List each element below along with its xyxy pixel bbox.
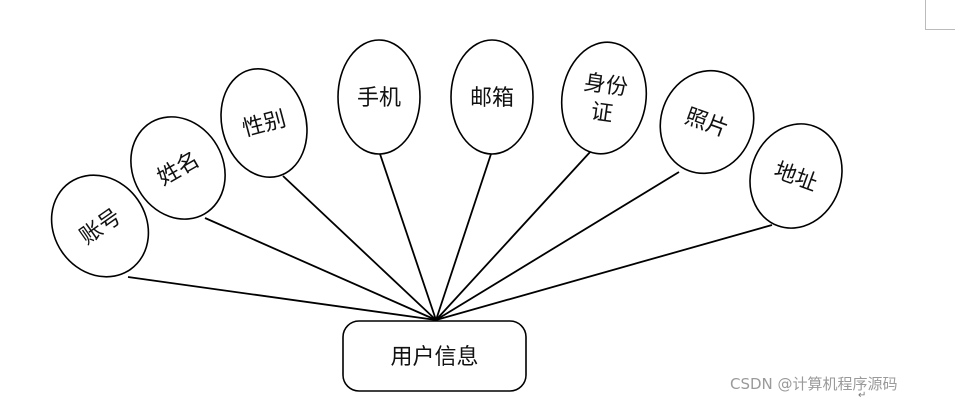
attribute-label: 证 — [589, 99, 614, 127]
attribute-label: 身份 — [582, 70, 629, 101]
attribute-label: 手机 — [357, 86, 401, 111]
connector-line — [435, 224, 773, 321]
attribute-ellipse — [337, 39, 421, 155]
entity-box — [342, 320, 527, 392]
entity-user-info[interactable]: 用户信息 — [342, 320, 527, 392]
attribute-ellipse — [560, 41, 648, 155]
attribute-ellipses: 账号姓名性别手机邮箱身份证照片地址 — [32, 37, 857, 296]
attribute-node[interactable]: 姓名 — [113, 100, 244, 237]
attribute-node[interactable]: 地址 — [736, 111, 857, 241]
connector-line — [435, 150, 592, 321]
attribute-node[interactable]: 身份证 — [555, 37, 654, 160]
page-corner-mark — [925, 0, 955, 30]
attribute-ellipse — [50, 174, 150, 278]
connector-line — [435, 171, 680, 321]
attribute-node[interactable]: 性别 — [209, 59, 319, 187]
attribute-ellipse — [220, 67, 308, 179]
connector-line — [379, 153, 437, 321]
attribute-node[interactable]: 手机 — [337, 39, 421, 155]
connector-lines — [127, 150, 773, 321]
attribute-ellipse — [749, 123, 843, 229]
attribute-ellipse — [659, 69, 755, 175]
connector-line — [204, 217, 437, 321]
paragraph-mark: ↵ — [858, 390, 867, 401]
watermark-text: CSDN @计算机程序源码 — [730, 375, 898, 393]
attribute-node[interactable]: 照片 — [646, 57, 768, 186]
attribute-node[interactable]: 邮箱 — [450, 39, 534, 155]
connector-line — [282, 175, 437, 321]
connector-line — [127, 276, 437, 321]
attribute-ellipse — [130, 116, 226, 220]
attribute-label: 邮箱 — [470, 86, 514, 111]
attribute-node[interactable]: 账号 — [32, 156, 168, 296]
connector-line — [435, 153, 492, 321]
attribute-ellipse — [450, 39, 534, 155]
entity-label: 用户信息 — [390, 345, 478, 370]
